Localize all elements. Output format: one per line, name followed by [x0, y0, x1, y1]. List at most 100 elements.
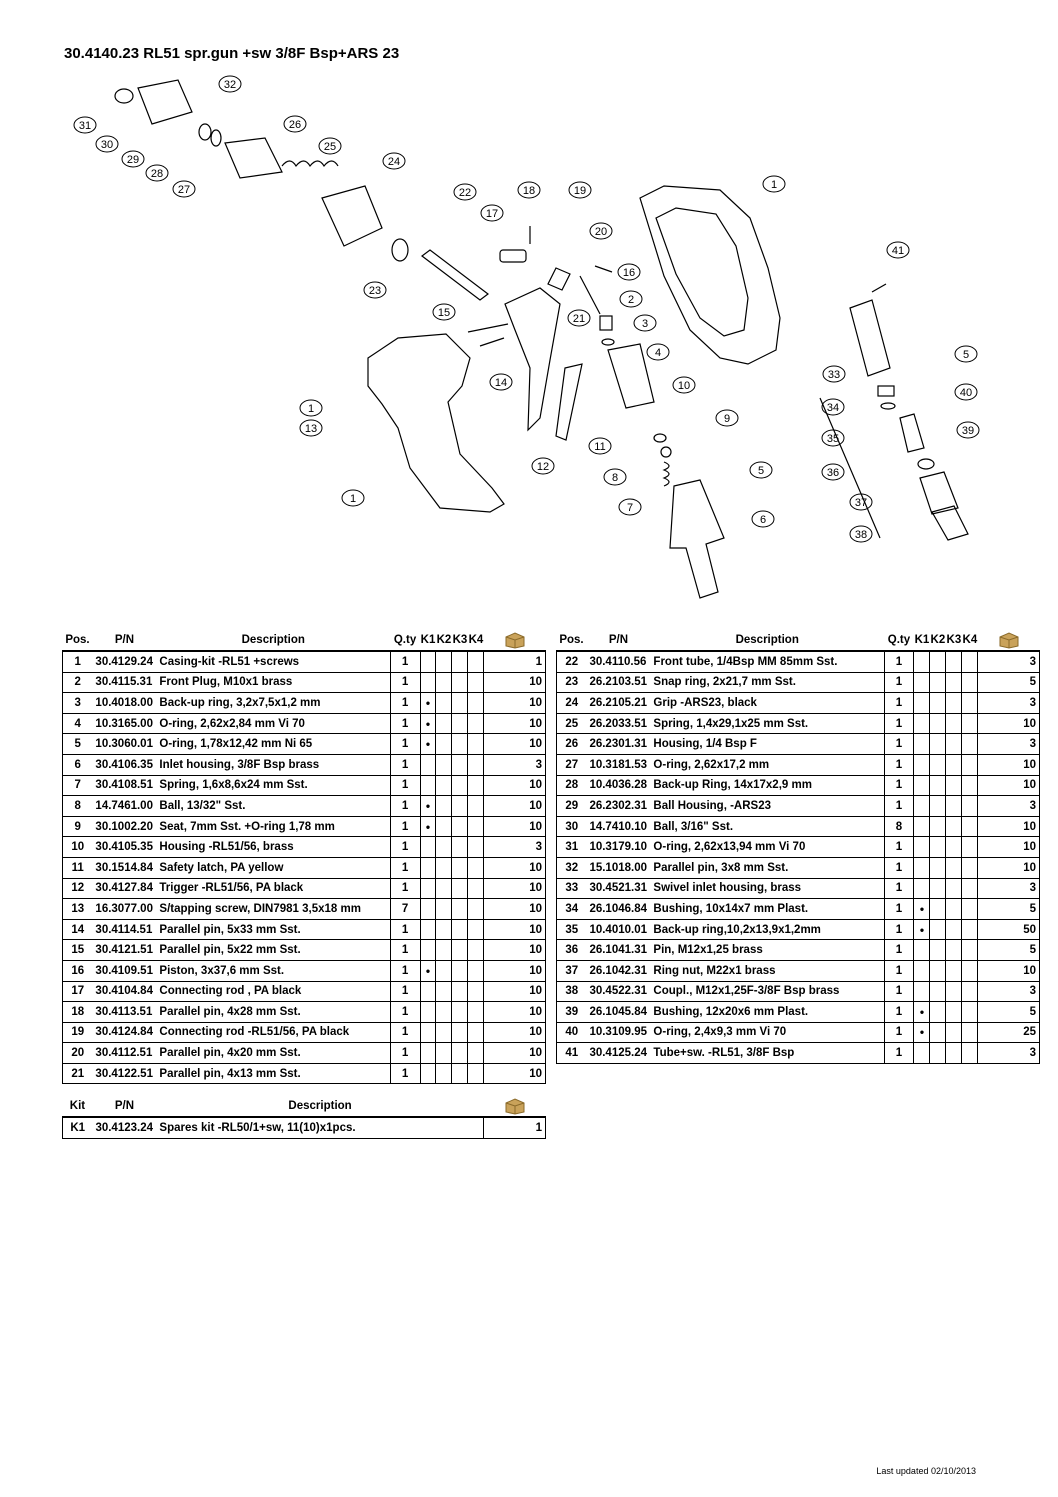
package-cell: 1 — [483, 649, 546, 673]
pos-cell: 38 — [556, 980, 587, 1003]
svg-text:14: 14 — [495, 377, 507, 389]
qty-cell: 1 — [389, 1021, 421, 1044]
qty-cell: 1 — [389, 649, 421, 673]
svg-text:12: 12 — [537, 461, 549, 473]
qty-cell: 1 — [389, 856, 421, 879]
pos-cell: 39 — [556, 1001, 587, 1023]
pn-cell: 26.2033.51 — [586, 712, 651, 735]
k2-cell — [435, 877, 453, 900]
k1-cell — [913, 671, 931, 694]
description-cell: Spring, 1,4x29,1x25 mm Sst. — [650, 712, 884, 735]
pn-cell: 10.3109.95 — [586, 1021, 651, 1044]
description-cell: Ball, 3/16" Sst. — [650, 815, 884, 838]
k1-cell — [913, 877, 931, 900]
k3-cell — [451, 1062, 469, 1085]
description-cell: Grip -ARS23, black — [650, 692, 884, 714]
k4-cell — [961, 712, 979, 735]
k2-cell — [929, 959, 947, 982]
housing-part — [224, 137, 283, 179]
pn-cell: 30.4125.24 — [586, 1042, 651, 1064]
pos-cell: 31 — [556, 836, 587, 858]
svg-text:28: 28 — [151, 168, 163, 180]
qty-cell: 1 — [389, 980, 421, 1003]
qty-cell: 1 — [883, 856, 915, 879]
k3-cell — [945, 733, 963, 755]
callout-label: 32 — [224, 79, 236, 91]
k1-cell: • — [419, 733, 437, 755]
pos-cell: 10 — [62, 836, 93, 858]
pn-cell: 14.7410.10 — [586, 815, 651, 838]
k2-cell — [435, 1001, 453, 1023]
qty-cell: 1 — [883, 733, 915, 755]
header-pn: P/N — [114, 1100, 135, 1112]
qty-cell: 1 — [389, 815, 421, 838]
package-cell: 10 — [977, 815, 1040, 838]
pos-cell: 35 — [556, 918, 587, 941]
pn-cell: 26.1046.84 — [586, 898, 651, 920]
pn-cell: 14.7461.00 — [92, 795, 157, 817]
k1-cell: • — [419, 692, 437, 714]
casing-left-part — [367, 333, 505, 513]
svg-text:30: 30 — [101, 139, 113, 151]
package-cell: 10 — [483, 939, 546, 961]
k1-cell — [913, 856, 931, 879]
table-header-row: Pos. P/N Description Q.ty K1 K2 K3 K4 — [63, 630, 546, 651]
k3-cell — [945, 774, 963, 797]
package-cell: 5 — [977, 671, 1040, 694]
description-cell: Housing, 1/4 Bsp F — [650, 733, 884, 755]
kit-table-body: K1 30.4123.24 Spares kit -RL50/1+sw, 11(… — [62, 1115, 546, 1139]
qty-cell: 1 — [389, 1042, 421, 1064]
k1-cell: • — [913, 918, 931, 941]
qty-cell: 1 — [883, 1001, 915, 1023]
k3-cell — [451, 836, 469, 858]
pos-cell: 34 — [556, 898, 587, 920]
pos-cell: 1 — [62, 649, 93, 673]
package-cell: 10 — [483, 733, 546, 755]
pos-cell: 5 — [62, 733, 93, 755]
svg-text:31: 31 — [79, 120, 91, 132]
k1-cell — [913, 753, 931, 776]
k2-cell — [929, 815, 947, 838]
k4-cell — [467, 795, 485, 817]
exploded-diagram: 32 31 30 29 28 27 26 25 24 23 22 17 18 1… — [73, 75, 980, 599]
k4-cell — [467, 733, 485, 755]
kit-cell: K1 — [62, 1115, 93, 1139]
package-cell: 10 — [977, 712, 1040, 735]
k4-cell — [961, 671, 979, 694]
package-cell: 5 — [977, 939, 1040, 961]
k3-cell — [945, 877, 963, 900]
package-cell: 10 — [977, 856, 1040, 879]
k2-cell — [435, 980, 453, 1003]
pn-cell: 30.4122.51 — [92, 1062, 157, 1085]
parts-table-right: Pos. P/N Description Q.ty K1 K2 K3 K4 22… — [556, 630, 1040, 1064]
svg-text:1: 1 — [308, 403, 314, 415]
package-cell: 3 — [977, 1042, 1040, 1064]
description-cell: Front tube, 1/4Bsp MM 85mm Sst. — [650, 649, 884, 673]
package-cell: 10 — [483, 1001, 546, 1023]
pos-cell: 40 — [556, 1021, 587, 1044]
pos-cell: 12 — [62, 877, 93, 900]
k1-cell — [913, 795, 931, 817]
pn-cell: 30.4123.24 — [92, 1115, 157, 1139]
package-cell: 10 — [483, 1062, 546, 1085]
k4-cell — [467, 836, 485, 858]
description-cell: Ball, 13/32" Sst. — [156, 795, 391, 817]
k4-cell — [961, 959, 979, 982]
pos-cell: 7 — [62, 774, 93, 797]
pn-cell: 30.4115.31 — [92, 671, 157, 694]
qty-cell: 1 — [883, 918, 915, 941]
header-qty: Q.ty — [887, 634, 911, 646]
qty-cell: 1 — [389, 836, 421, 858]
svg-text:19: 19 — [574, 185, 586, 197]
k2-cell — [435, 1021, 453, 1044]
k2-cell — [929, 774, 947, 797]
qty-cell: 1 — [883, 795, 915, 817]
